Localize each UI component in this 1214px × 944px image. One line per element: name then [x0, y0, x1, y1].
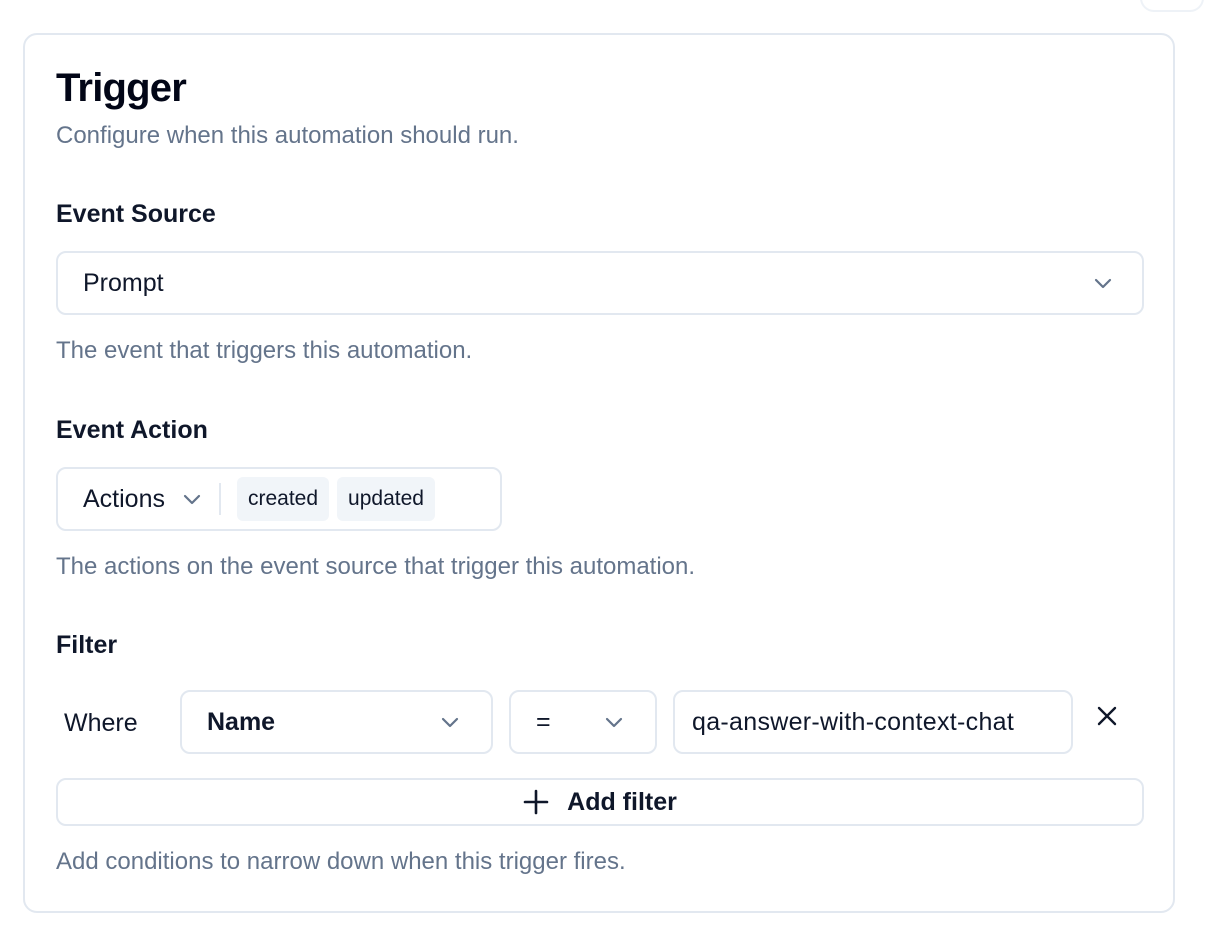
filter-label: Filter [56, 631, 118, 659]
card-subtitle: Configure when this automation should ru… [56, 122, 519, 149]
filter-column-select[interactable]: Name [180, 690, 493, 754]
chevron-down-icon [603, 711, 625, 733]
actions-dropdown-trigger[interactable]: Actions [83, 485, 203, 514]
filter-column-value: Name [207, 707, 276, 736]
filter-where-label: Where [64, 709, 138, 737]
add-filter-button[interactable]: Add filter [56, 778, 1144, 826]
action-tag-created: created [236, 477, 330, 521]
event-source-help: The event that triggers this automation. [56, 337, 473, 364]
event-action-label: Event Action [56, 416, 208, 444]
background-decoration [1140, 0, 1204, 12]
event-action-help: The actions on the event source that tri… [56, 553, 696, 580]
separator [218, 483, 221, 515]
remove-filter-button[interactable] [1093, 704, 1121, 732]
event-action-multiselect[interactable]: Actions created updated [56, 467, 502, 531]
chevron-down-icon [439, 711, 461, 733]
filter-help: Add conditions to narrow down when this … [56, 848, 626, 875]
action-tag-updated: updated [337, 477, 435, 521]
chevron-down-icon [181, 488, 203, 510]
add-filter-label: Add filter [567, 787, 677, 816]
event-source-value: Prompt [83, 268, 164, 297]
plus-icon [523, 789, 549, 815]
close-icon [1095, 704, 1119, 733]
filter-value-input[interactable]: qa-answer-with-context-chat [673, 690, 1073, 754]
event-source-select[interactable]: Prompt [56, 251, 1144, 315]
event-source-label: Event Source [56, 200, 216, 228]
card-title: Trigger [56, 66, 187, 110]
filter-operator-value: = [536, 707, 551, 736]
filter-operator-select[interactable]: = [509, 690, 657, 754]
chevron-down-icon [1092, 272, 1114, 294]
actions-dropdown-label: Actions [83, 484, 165, 513]
